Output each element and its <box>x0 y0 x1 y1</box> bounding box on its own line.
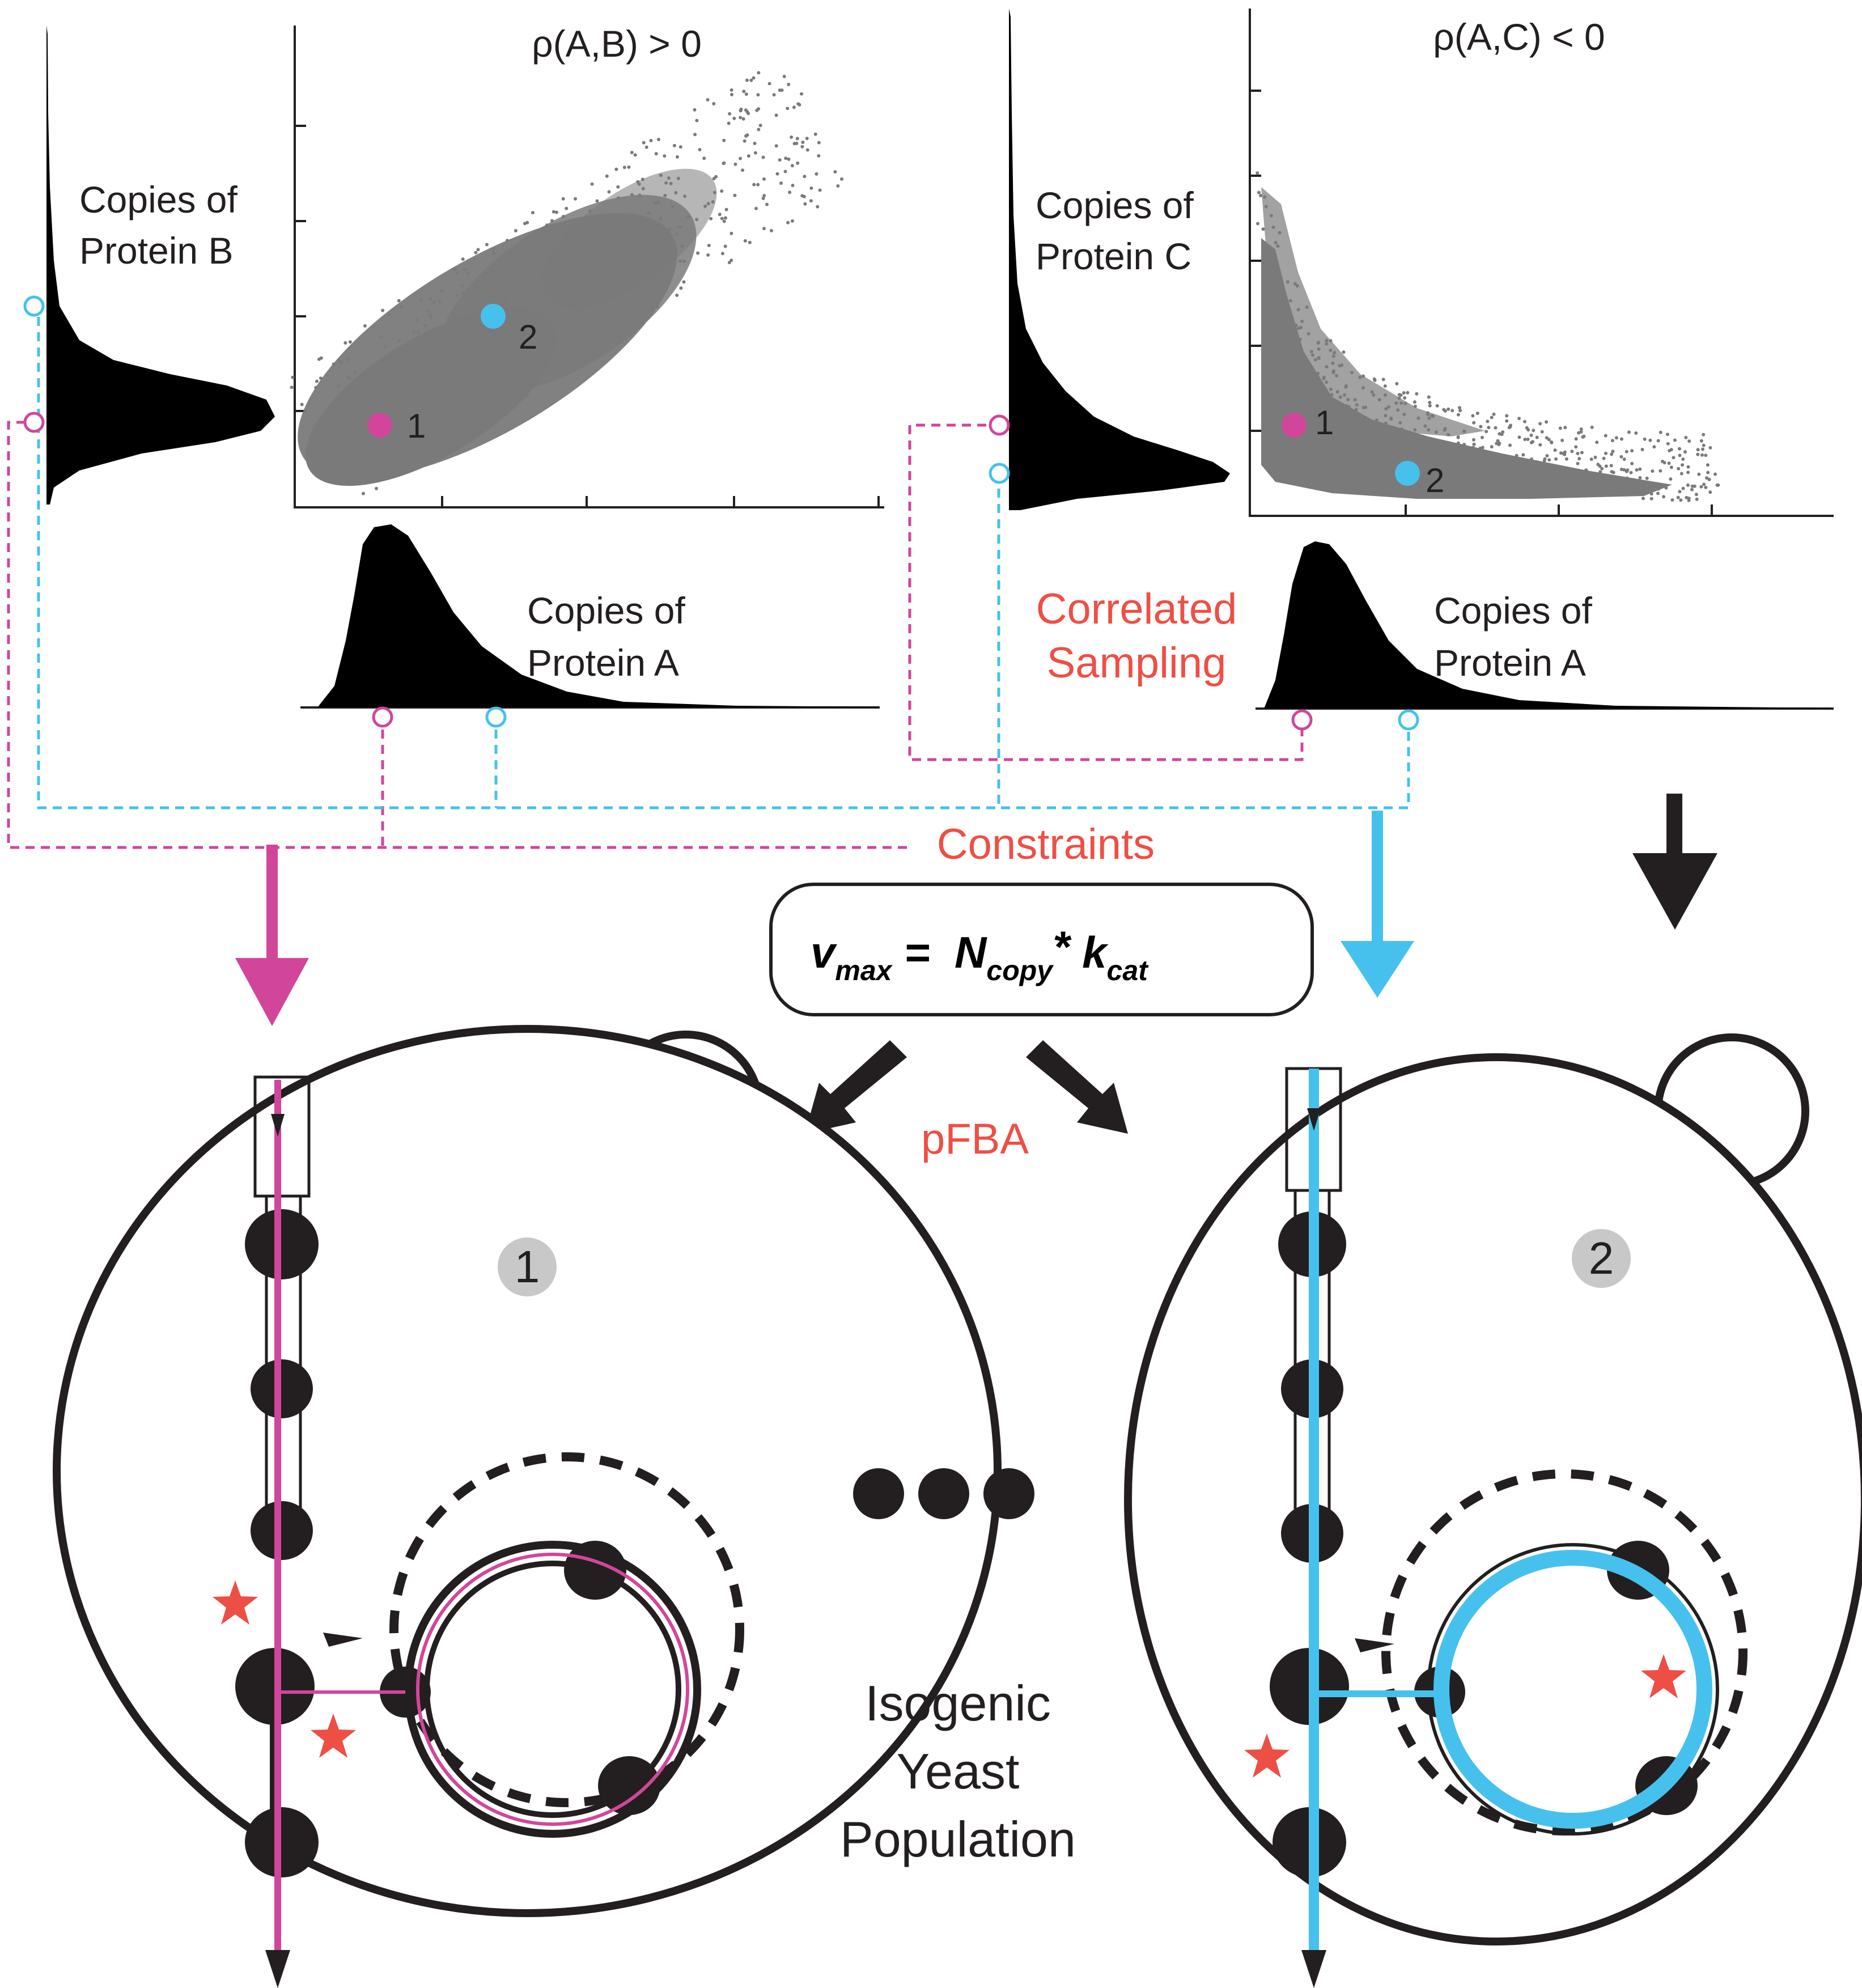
sample-point-1-right-label: 1 <box>1315 404 1334 442</box>
scatter-title-ab: ρ(A,B) > 0 <box>532 23 702 65</box>
y-label-b-line1: Copies of <box>79 179 237 221</box>
population-label-line1: Isogenic <box>865 1675 1051 1731</box>
constraints-label: Constraints <box>937 820 1155 868</box>
sample-point-2-right-label: 2 <box>1426 461 1444 499</box>
population-label-line3: Population <box>840 1811 1076 1867</box>
cell-1-badge-label: 1 <box>515 1241 540 1292</box>
correlated-sampling-line2: Sampling <box>1047 639 1227 687</box>
y-label-c-line2: Protein C <box>1036 235 1191 277</box>
histogram-protein-a-right: Copies of Protein A <box>1256 541 1834 710</box>
vmax-equation: vmax = Ncopy* kcat <box>811 922 1149 986</box>
cell-2-badge-label: 2 <box>1589 1233 1614 1283</box>
yeast-cell-1: 1 <box>53 1025 1002 1988</box>
scatter-outliers-ab <box>290 71 843 495</box>
pfba-arrow-left <box>805 1040 907 1134</box>
cell-1-badge <box>498 1237 557 1296</box>
x-label-a-left-line1: Copies of <box>527 590 685 631</box>
sample-markers <box>23 295 1419 731</box>
x-label-a-left-line2: Protein A <box>527 642 679 684</box>
sample-point-1-right <box>1282 413 1307 438</box>
vmax-equation-box: vmax = Ncopy* kcat <box>769 883 1314 1016</box>
y-label-b-line2: Protein B <box>79 230 233 272</box>
sample-point-2 <box>481 304 506 329</box>
population-label-line2: Yeast <box>897 1743 1020 1799</box>
sample-point-2-right <box>1395 461 1420 486</box>
cyan-down-arrow <box>1341 811 1414 998</box>
scatter-cloud-ab <box>298 168 717 486</box>
histogram-protein-a-left: Copies of Protein A <box>300 524 880 709</box>
x-label-a-right-line2: Protein A <box>1434 642 1586 684</box>
sample-point-2-label: 2 <box>519 318 537 356</box>
y-label-c-line1: Copies of <box>1036 184 1194 226</box>
histogram-protein-b: Copies of Protein B <box>46 26 275 505</box>
yeast-cell-2: 2 <box>1124 1033 1862 1988</box>
x-label-a-right-line1: Copies of <box>1434 590 1592 631</box>
magenta-down-arrow <box>235 845 309 1026</box>
correlated-sampling-line1: Correlated <box>1036 585 1237 633</box>
scatter-outliers-ac <box>1256 171 1720 502</box>
pfba-label: pFBA <box>921 1115 1029 1163</box>
scatter-title-ac: ρ(A,C) < 0 <box>1433 16 1605 58</box>
sample-point-1-label: 1 <box>407 407 426 445</box>
pfba-arrow-right <box>1026 1040 1128 1134</box>
cell-2-badge <box>1572 1229 1631 1288</box>
histogram-protein-c: Copies of Protein C <box>1009 9 1230 510</box>
black-down-arrow <box>1632 794 1717 930</box>
right-scatter-panel: ρ(A,C) < 0 1 2 <box>1249 9 1834 517</box>
ellipsis-dots <box>853 1468 1034 1519</box>
left-scatter-panel: ρ(A,B) > 0 1 2 <box>290 23 884 508</box>
sample-point-1 <box>367 413 392 438</box>
scatter-cloud-ac <box>1261 187 1672 499</box>
